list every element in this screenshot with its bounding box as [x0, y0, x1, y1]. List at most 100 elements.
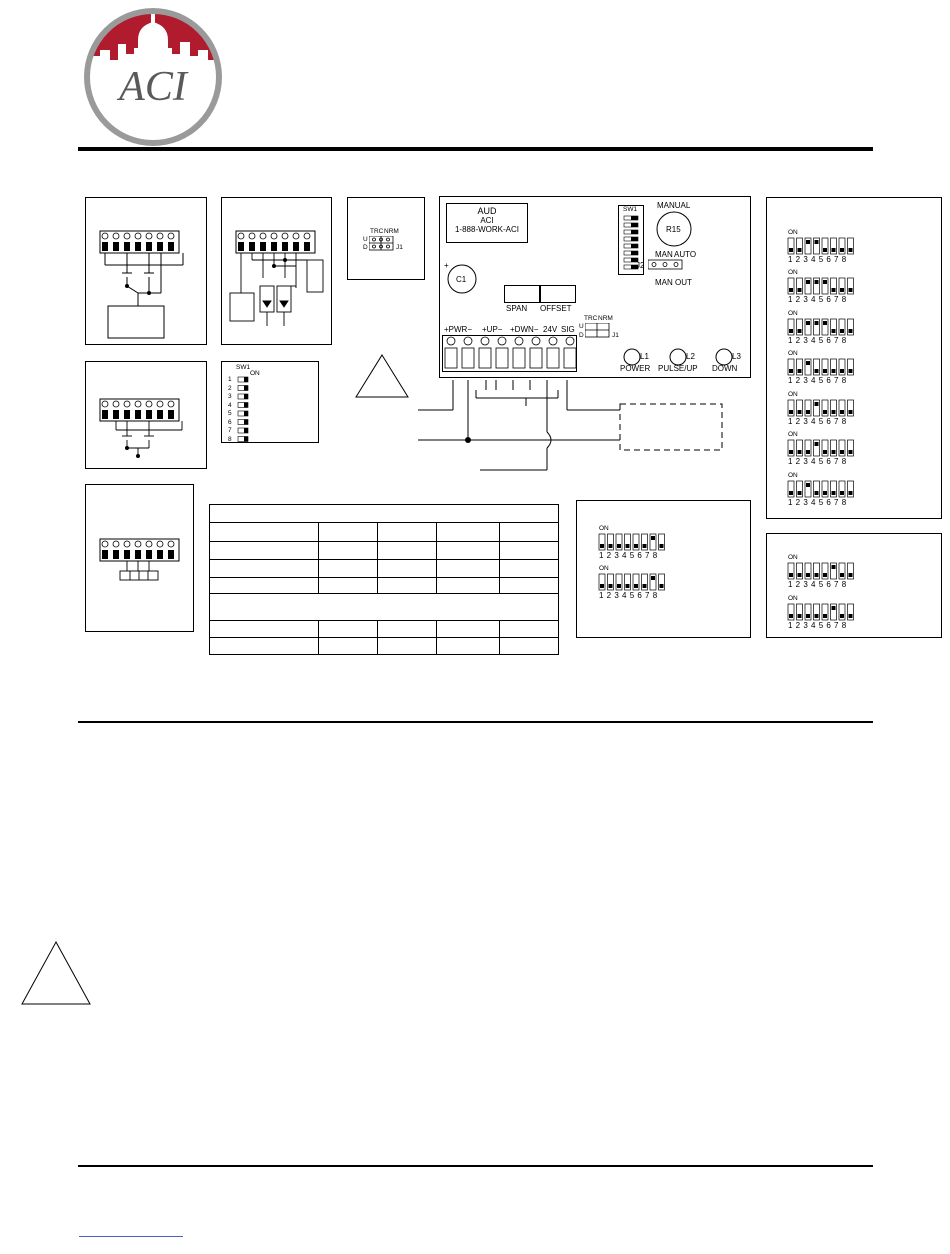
header-rule: [78, 147, 873, 151]
span-pot[interactable]: [504, 285, 540, 303]
field-wiring: [418, 380, 723, 471]
maker-name: ACI: [480, 216, 494, 225]
dip-position-numbers: 1 2 3 4 5 6 7 8: [788, 376, 847, 385]
led-l2-ref: L2: [686, 352, 695, 361]
dip-on-label: ON: [599, 525, 609, 532]
dip-position-numbers: 1 2 3 4 5 6 7 8: [788, 457, 847, 466]
j1-row-u: U: [579, 323, 584, 330]
dip-on-label: ON: [788, 595, 798, 602]
wiring-diagram-contacts: [85, 361, 207, 469]
dip-switch-illustration: ON 1 2 3 4 5 6 7 8: [786, 269, 858, 305]
sw1-pos-2: 2: [228, 384, 232, 392]
dip-on-label: ON: [788, 554, 798, 561]
j1-label: J1: [612, 332, 619, 339]
cap-polarity: +: [444, 261, 449, 270]
footer-rule: [78, 1165, 873, 1167]
product-name: AUD: [477, 206, 497, 216]
warning-triangle: [354, 353, 410, 399]
sw1-pos-4: 4: [228, 401, 232, 409]
dip-position-numbers: 1 2 3 4 5 6 7 8: [788, 417, 847, 426]
footer-link-underline[interactable]: [79, 1236, 183, 1237]
wiring-diagram-resistor: [85, 484, 194, 632]
sw1-settings-panel: SW1 ON 1 2 3 4 5 6 7 8: [221, 361, 319, 443]
j1-option-nrm: NRM: [598, 315, 613, 322]
led-l3-label: DOWN: [712, 364, 738, 373]
dip-on-label: ON: [788, 431, 798, 438]
dip-on-label: ON: [788, 472, 798, 479]
dip-position-numbers: 1 2 3 4 5 6 7 8: [599, 551, 658, 560]
dip-on-label: ON: [788, 350, 798, 357]
led-l3-ref: L3: [732, 352, 741, 361]
dip-switch-illustration: ON 1 2 3 4 5 6 7 8: [786, 310, 858, 346]
dip-position-numbers: 1 2 3 4 5 6 7 8: [788, 295, 847, 304]
dip-position-numbers: 1 2 3 4 5 6 7 8: [788, 255, 847, 264]
jumper-row-d: D: [363, 244, 368, 251]
dip-settings-group-b: [576, 500, 751, 638]
wiring-diagram-triac: [221, 197, 332, 345]
dip-switch-illustration: ON 1 2 3 4 5 6 7 8: [597, 565, 669, 601]
span-label: SPAN: [506, 304, 528, 313]
jumper-detail: TRC NRM U D J1: [347, 197, 425, 280]
sw1-panel-label: SW1: [236, 364, 251, 371]
main-board: AUD ACI 1-888-WORK-ACI + C1 SPAN OFFSET …: [439, 196, 751, 378]
sw1-pos-8: 8: [228, 435, 232, 443]
warning-triangle-large: [20, 940, 92, 1006]
jumper-option-nrm: NRM: [384, 228, 399, 235]
j1-row-d: D: [579, 332, 584, 339]
led-l1-ref: L1: [640, 352, 649, 361]
dip-position-numbers: 1 2 3 4 5 6 7 8: [599, 591, 658, 600]
dip-on-label: ON: [788, 269, 798, 276]
terminal-up: +UP−: [482, 325, 503, 334]
sw1-label: SW1: [623, 206, 638, 213]
aci-logo: ACI: [80, 4, 226, 150]
sw1-pos-7: 7: [228, 427, 232, 434]
logo-text: ACI: [116, 64, 189, 110]
terminal-24v: 24V: [543, 325, 558, 334]
man-out-label: MAN OUT: [655, 278, 692, 287]
jumper-row-u: U: [363, 236, 368, 243]
sw1-pos-1: 1: [228, 376, 232, 383]
j1-option-trc: TRC: [584, 315, 598, 322]
led-l1-label: POWER: [620, 364, 651, 373]
led-l2-label: PULSE/UP: [658, 364, 698, 373]
dip-switch-illustration: ON 1 2 3 4 5 6 7 8: [786, 595, 858, 631]
terminal-sig: SIG: [561, 325, 575, 334]
dip-on-label: ON: [788, 391, 798, 398]
dip-switch-illustration: ON 1 2 3 4 5 6 7 8: [786, 391, 858, 427]
section-rule: [78, 721, 873, 723]
jumper-option-trc: TRC: [370, 228, 384, 235]
jumper-ref: J1: [396, 244, 403, 251]
settings-table: [209, 504, 559, 655]
manual-label: MANUAL: [657, 201, 691, 210]
dip-position-numbers: 1 2 3 4 5 6 7 8: [788, 580, 847, 589]
wiring-diagram-relay: [85, 197, 207, 345]
offset-label: OFFSET: [540, 304, 572, 313]
phone-number: 1-888-WORK-ACI: [454, 225, 519, 234]
sw1-pos-3: 3: [228, 393, 232, 400]
dip-switch-illustration: ON 1 2 3 4 5 6 7 8: [786, 554, 858, 590]
offset-pot[interactable]: [540, 285, 576, 303]
sw1-panel-on: ON: [250, 370, 260, 377]
dip-on-label: ON: [788, 229, 798, 236]
dip-switch-illustration: ON 1 2 3 4 5 6 7 8: [786, 472, 858, 508]
dip-switch-illustration: ON 1 2 3 4 5 6 7 8: [786, 350, 858, 386]
dip-position-numbers: 1 2 3 4 5 6 7 8: [788, 621, 847, 630]
dip-switch-illustration: ON 1 2 3 4 5 6 7 8: [597, 525, 669, 561]
dip-switch-illustration: ON 1 2 3 4 5 6 7 8: [786, 229, 858, 265]
dip-switch-illustration: ON 1 2 3 4 5 6 7 8: [786, 431, 858, 467]
dip-position-numbers: 1 2 3 4 5 6 7 8: [788, 498, 847, 507]
sw1-dip-switch[interactable]: SW1: [618, 205, 644, 275]
dip-on-label: ON: [788, 310, 798, 317]
dip-position-numbers: 1 2 3 4 5 6 7 8: [788, 336, 847, 345]
terminal-pwr: +PWR−: [444, 325, 473, 334]
pot-r15: R15: [666, 225, 681, 234]
sw1-pos-5: 5: [228, 410, 232, 417]
terminal-dwn: +DWN−: [510, 325, 539, 334]
j2-option-man: MAN: [655, 250, 673, 259]
j2-label: J2: [636, 261, 645, 270]
sw1-pos-6: 6: [228, 418, 232, 426]
product-label: AUD ACI 1-888-WORK-ACI: [446, 203, 528, 243]
dip-on-label: ON: [599, 565, 609, 572]
dip-settings-group-c: [766, 533, 942, 638]
capacitor-c1: C1: [456, 275, 467, 284]
